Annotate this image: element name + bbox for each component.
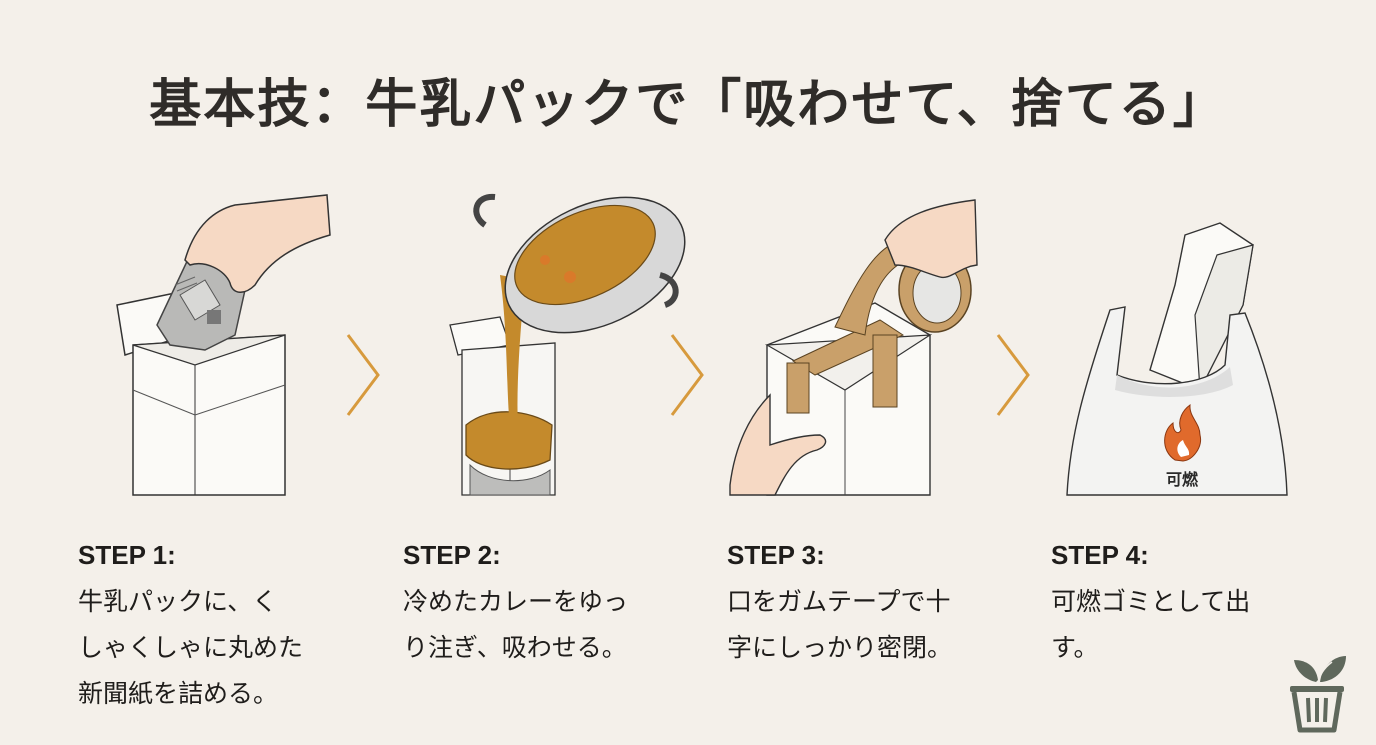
newspaper-ball-icon	[156, 254, 246, 351]
step2-illustration	[449, 193, 686, 496]
flame-icon	[1164, 403, 1202, 462]
plastic-bag-icon	[1066, 306, 1288, 496]
step-label: STEP 2:	[403, 540, 501, 570]
step4-illustration: 可燃	[1066, 222, 1288, 496]
eco-trash-leaf-icon	[1290, 656, 1346, 733]
chevron-right-icon	[996, 334, 1030, 416]
step-label: STEP 1:	[78, 540, 176, 570]
step-description: 口をガムテープで十 字にしっかり密閉。	[727, 587, 953, 662]
page-title: 基本技：牛乳パックで「吸わせて、捨てる」	[149, 75, 1227, 135]
step1-illustration	[116, 194, 331, 496]
step-description: 冷めたカレーをゆっ り注ぎ、吸わせる。	[403, 587, 629, 662]
step-description: 可燃ゴミとして出 す。	[1051, 587, 1251, 662]
step-1: STEP 1: 牛乳パックに、く しゃくしゃに丸めた 新聞紙を詰める。	[78, 540, 368, 717]
step-description: 牛乳パックに、く しゃくしゃに丸めた 新聞紙を詰める。	[78, 587, 304, 708]
step-4: STEP 4: 可燃ゴミとして出 す。	[1051, 540, 1341, 671]
pot-icon	[473, 193, 686, 334]
chevron-right-icon	[670, 334, 704, 416]
step-label: STEP 3:	[727, 540, 825, 570]
step-3: STEP 3: 口をガムテープで十 字にしっかり密閉。	[727, 540, 1017, 671]
step-2: STEP 2: 冷めたカレーをゆっ り注ぎ、吸わせる。	[403, 540, 693, 671]
milk-carton-icon	[1149, 222, 1254, 393]
step-label: STEP 4:	[1051, 540, 1149, 570]
bag-label: 可燃	[1166, 470, 1199, 489]
step3-illustration	[729, 199, 978, 496]
chevron-right-icon	[346, 334, 380, 416]
